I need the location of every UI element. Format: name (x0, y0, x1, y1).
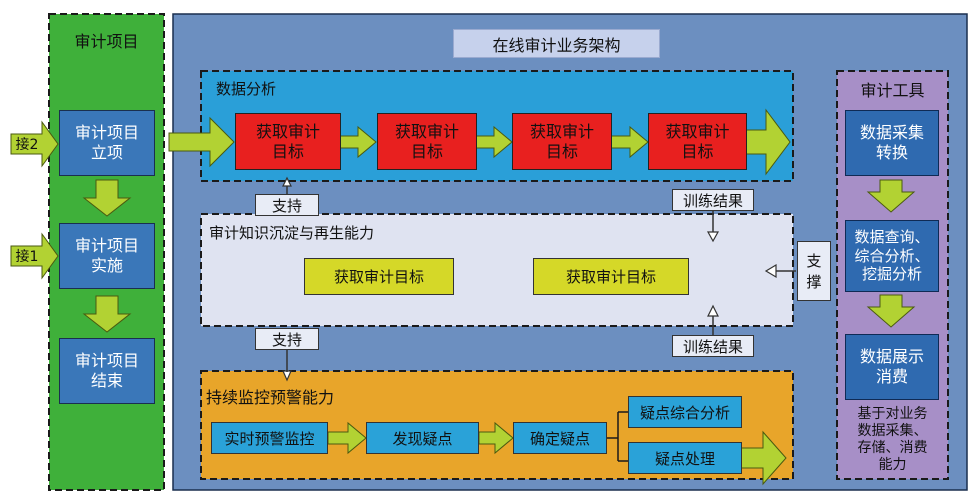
left-panel-title: 审计项目 (74, 32, 139, 51)
analysis-arrow-out (745, 108, 791, 176)
knowledge-panel (200, 213, 794, 327)
support-bottom-label: 支持 (255, 328, 319, 350)
project-start-box[interactable]: 审计项目 立项 (59, 110, 155, 176)
analysis-box-2[interactable]: 获取审计 目标 (377, 113, 477, 170)
monitor-title: 持续监控预警能力 (206, 388, 335, 407)
monitor-box-confirm[interactable]: 确定疑点 (513, 422, 607, 454)
monitor-box-analysis[interactable]: 疑点综合分析 (628, 396, 742, 428)
tools-arrow-1 (866, 179, 916, 213)
monitor-arrow-2 (478, 421, 514, 455)
knowledge-title: 审计知识沉淀与再生能力 (209, 224, 375, 242)
analysis-arrow-1 (339, 125, 377, 159)
project-implement-box[interactable]: 审计项目 实施 (59, 223, 155, 289)
tools-box-collect[interactable]: 数据采集 转换 (845, 110, 939, 176)
input-label-1: 接1 (15, 249, 39, 265)
analysis-arrow-3 (610, 125, 649, 159)
input-arrow-1 (10, 232, 59, 280)
knowledge-box-2[interactable]: 获取审计目标 (533, 258, 689, 295)
analysis-arrow-2 (475, 125, 513, 159)
tools-box-display[interactable]: 数据展示 消费 (845, 334, 939, 400)
support-top-label: 支持 (255, 194, 319, 216)
left-down-arrow-2 (82, 295, 132, 333)
train-top-label: 训练结果 (672, 189, 754, 211)
project-end-box[interactable]: 审计项目 结束 (59, 338, 155, 404)
monitor-box-realtime[interactable]: 实时预警监控 (211, 422, 328, 454)
monitor-arrow-1 (327, 421, 367, 455)
monitor-branch-lines (607, 411, 628, 462)
analysis-box-4[interactable]: 获取审计 目标 (648, 113, 747, 170)
monitor-box-handle[interactable]: 疑点处理 (628, 442, 742, 474)
analysis-box-1[interactable]: 获取审计 目标 (235, 113, 341, 170)
monitor-arrow-out (740, 430, 787, 486)
tools-title: 审计工具 (860, 81, 925, 100)
input-label-2: 接2 (15, 137, 39, 153)
project-to-analysis-arrow (168, 116, 235, 168)
input-arrow-2 (10, 120, 59, 168)
knowledge-box-1[interactable]: 获取审计目标 (304, 258, 454, 295)
monitor-box-find[interactable]: 发现疑点 (366, 422, 479, 454)
tools-box-query[interactable]: 数据查询、 综合分析、 挖掘分析 (845, 220, 939, 292)
support-right-label: 支 撑 (797, 241, 831, 301)
main-title: 在线审计业务架构 (453, 29, 660, 58)
train-bottom-label: 训练结果 (672, 335, 754, 357)
analysis-box-3[interactable]: 获取审计 目标 (512, 113, 612, 170)
tools-footer: 基于对业务 数据采集、 存储、消费 能力 (857, 406, 928, 473)
analysis-title: 数据分析 (216, 80, 277, 98)
left-down-arrow-1 (82, 179, 132, 217)
tools-arrow-2 (866, 294, 916, 328)
